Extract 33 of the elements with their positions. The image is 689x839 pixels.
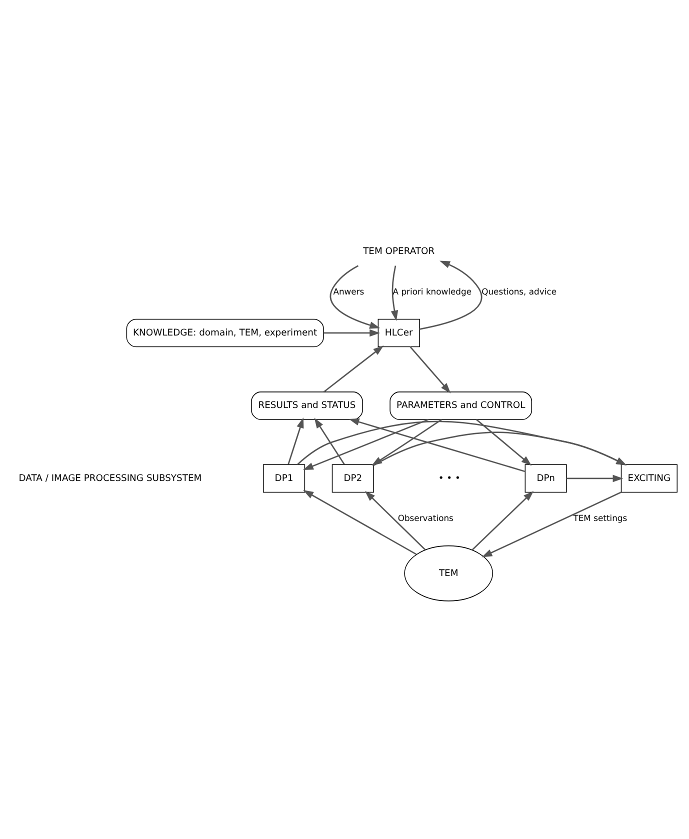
arrow xyxy=(472,490,534,550)
arrow xyxy=(324,329,380,337)
label: • • • xyxy=(438,472,460,484)
arrow xyxy=(302,418,429,470)
arrow xyxy=(374,432,627,466)
edge-label: TEM settings xyxy=(573,513,628,524)
node-text: TEM OPERATOR xyxy=(363,246,435,258)
arrow xyxy=(364,490,426,550)
arrow xyxy=(419,260,482,330)
arrow xyxy=(314,418,345,465)
node-box: KNOWLEDGE: domain, TEM, experiment xyxy=(126,318,324,348)
arrow xyxy=(390,266,398,321)
node-box: PARAMETERS and CONTROL xyxy=(390,392,532,420)
arrow xyxy=(288,418,304,465)
node-box: DP2 xyxy=(332,464,374,493)
arrow xyxy=(324,346,384,392)
arrow xyxy=(410,346,451,394)
node-box: HLCer xyxy=(378,318,420,348)
arrow xyxy=(566,474,624,482)
arrow xyxy=(303,490,417,555)
node-box: DP1 xyxy=(262,464,306,493)
edge-label: Questions, advice xyxy=(482,286,557,297)
edge-label: Anwers xyxy=(333,286,364,297)
arrow xyxy=(330,265,380,329)
arrow xyxy=(482,492,622,558)
node-box: DPn xyxy=(524,464,567,493)
node-box: RESULTS and STATUS xyxy=(251,392,363,420)
edge-label: Observations xyxy=(398,513,454,524)
arrow xyxy=(348,418,526,472)
label: DATA / IMAGE PROCESSING SUBSYSTEM xyxy=(18,472,202,484)
edge-label: A priori knowledge xyxy=(392,286,472,297)
node-box: EXCITING xyxy=(620,464,678,493)
arrow xyxy=(476,419,532,466)
